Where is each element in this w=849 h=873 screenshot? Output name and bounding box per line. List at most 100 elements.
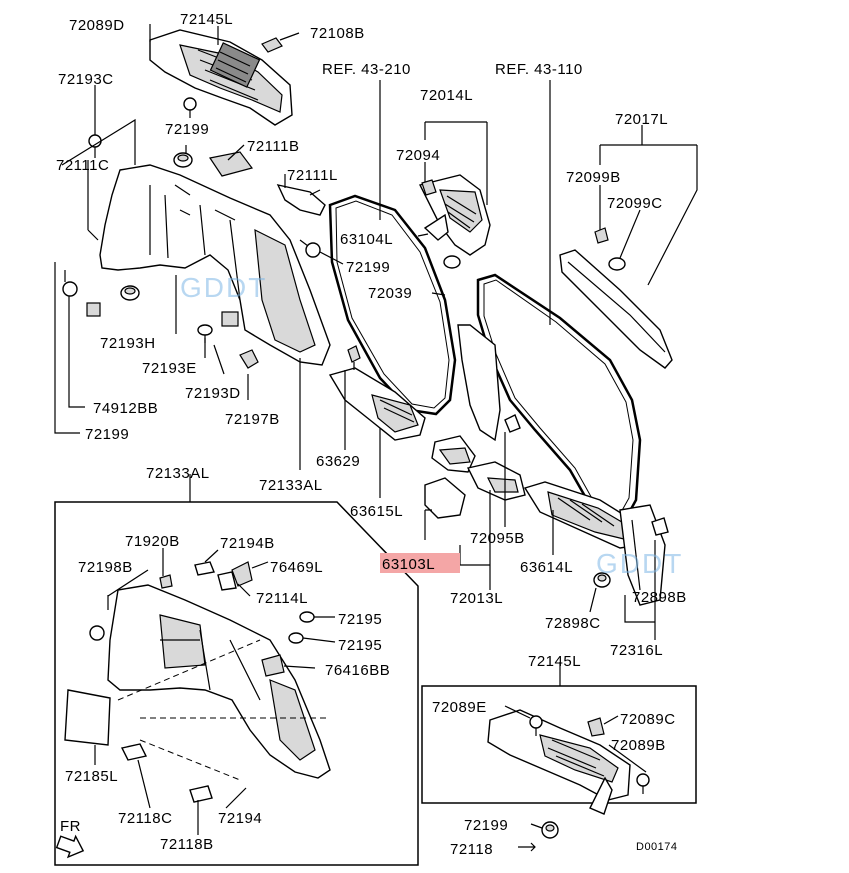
label-72145l-top: 72145L	[180, 11, 233, 28]
label-72199-b: 72199	[346, 259, 390, 276]
label-72199-d: 72199	[464, 817, 508, 834]
strip-72017l	[559, 249, 673, 369]
grommet-72099c	[608, 257, 626, 271]
label-76416bb: 76416BB	[325, 662, 390, 679]
label-ref-43-110: REF. 43-110	[495, 61, 583, 78]
inset-grommet-72195-b	[288, 632, 304, 644]
screw-72118	[518, 842, 536, 852]
label-72145l-bottom: 72145L	[528, 653, 581, 670]
inset-clip-72194b	[194, 561, 215, 576]
inset-clip-72089e	[529, 715, 543, 736]
label-72316l: 72316L	[610, 642, 663, 659]
inset-panel-72185l	[64, 689, 111, 746]
screw-72199-left	[62, 270, 78, 297]
label-72089c: 72089C	[620, 711, 676, 728]
inset-clip-72089c	[587, 717, 605, 737]
grommet-72199-a	[173, 152, 193, 168]
label-72199-c: 72199	[85, 426, 129, 443]
inset-clip-71920b	[159, 574, 173, 589]
label-72898c: 72898C	[545, 615, 601, 632]
label-72099c: 72099C	[607, 195, 663, 212]
plug-74912bb	[86, 302, 101, 317]
garnish-63103l	[424, 435, 476, 519]
label-72014l: 72014L	[420, 87, 473, 104]
label-72194: 72194	[218, 810, 262, 827]
label-72111l: 72111L	[287, 167, 338, 184]
inset-grommet-72195-a	[299, 611, 315, 623]
weatherstrip-72039	[328, 194, 457, 416]
label-72898b: 72898B	[632, 589, 687, 606]
inset-quarter-trim	[107, 584, 331, 779]
label-72194b: 72194B	[220, 535, 275, 552]
label-72118: 72118	[450, 841, 493, 858]
label-71920b: 71920B	[125, 533, 180, 550]
label-72111c: 72111C	[56, 157, 109, 174]
label-74912bb: 74912BB	[93, 400, 158, 417]
label-76469l: 76469L	[270, 559, 323, 576]
label-63104l: 63104L	[340, 231, 393, 248]
front-arrow-icon	[55, 834, 85, 859]
label-72039: 72039	[368, 285, 412, 302]
inset-box-72145l	[421, 685, 697, 804]
leader-lines	[54, 24, 698, 835]
label-72095b: 72095B	[470, 530, 525, 547]
label-72198b: 72198B	[78, 559, 133, 576]
label-72185l: 72185L	[65, 768, 118, 785]
label-fr: FR	[60, 818, 81, 835]
label-72089d: 72089D	[69, 17, 125, 34]
plate-72013l	[457, 324, 526, 501]
screw-72193c	[183, 97, 197, 118]
label-72118c: 72118C	[118, 810, 172, 827]
label-72094: 72094	[396, 147, 440, 164]
clip-72197b	[239, 349, 259, 369]
label-72114l: 72114L	[256, 590, 308, 607]
clip-72193h	[120, 285, 140, 301]
grommet-63104l	[443, 255, 461, 269]
label-63103l: 63103L	[382, 556, 435, 573]
label-72195-a: 72195	[338, 611, 382, 628]
sill-63615l	[328, 367, 426, 441]
inset-plate-72118c	[120, 743, 148, 761]
upper-trim-panel	[149, 29, 293, 126]
label-72193d: 72193D	[185, 385, 241, 402]
clip-63629	[347, 345, 361, 370]
clip-72108b-shape	[261, 37, 283, 53]
clip-72111b-shape	[209, 151, 254, 177]
highlight-63103l	[380, 553, 460, 573]
label-72111b: 72111B	[247, 138, 300, 155]
diagram-code: D00174	[636, 841, 678, 853]
quarter-trim-panel	[99, 164, 331, 366]
label-72197b: 72197B	[225, 411, 280, 428]
clip-72898b	[651, 517, 669, 536]
label-72193c: 72193C	[58, 71, 114, 88]
label-72133al-a: 72133AL	[146, 465, 210, 482]
label-72193h: 72193H	[100, 335, 156, 352]
clip-63104l	[423, 213, 449, 241]
label-72118b: 72118B	[160, 836, 214, 853]
label-72195-b: 72195	[338, 637, 382, 654]
grommet-72199-b	[299, 239, 321, 258]
label-72133al-b: 72133AL	[259, 477, 323, 494]
inset-screw-72198b	[89, 595, 109, 641]
label-72108b: 72108B	[310, 25, 365, 42]
grommet-72199-d	[541, 821, 559, 839]
label-63629: 63629	[316, 453, 360, 470]
label-72193e: 72193E	[142, 360, 197, 377]
label-72099b: 72099B	[566, 169, 621, 186]
watermark-left: GDDT	[180, 272, 267, 303]
label-72199-a: 72199	[165, 121, 209, 138]
bracket-72111l	[276, 184, 326, 216]
inset-clip-76416bb	[261, 654, 285, 677]
clip-72094	[421, 179, 437, 196]
label-ref-43-210: REF. 43-210	[322, 61, 411, 78]
clip-72095b	[504, 414, 521, 433]
inset-clip-72089b	[636, 773, 650, 794]
label-72089e: 72089E	[432, 699, 487, 716]
pillar-trim-72014l	[418, 174, 491, 256]
inset-upper-trim	[487, 709, 631, 815]
clip-72099b	[594, 227, 609, 244]
label-63614l: 63614L	[520, 559, 573, 576]
clip-72898c	[593, 572, 611, 588]
